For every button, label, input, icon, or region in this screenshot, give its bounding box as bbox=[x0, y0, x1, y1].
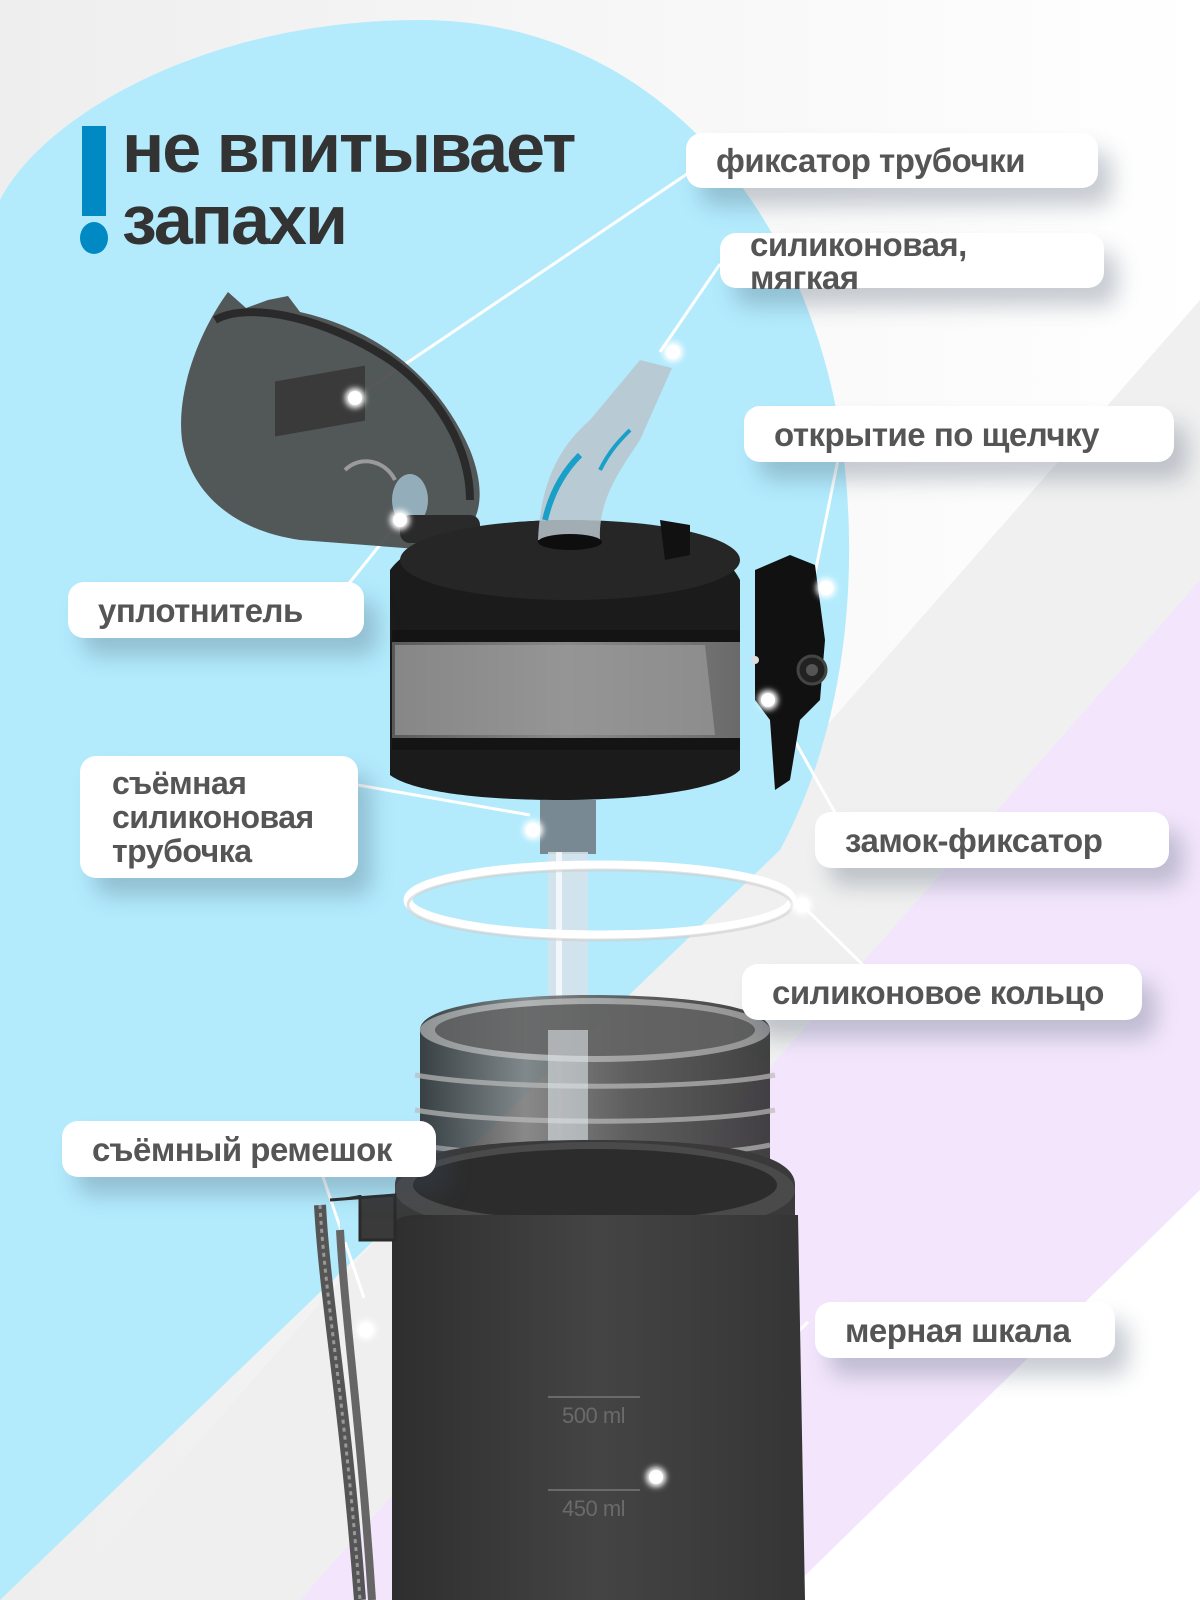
headline-line-2: запахи bbox=[122, 181, 348, 259]
callout-label: силиконовое кольцо bbox=[772, 973, 1104, 1011]
callout-click-open: открытие по щелчку bbox=[744, 406, 1174, 462]
callout-lock: замок-фиксатор bbox=[815, 812, 1169, 868]
callout-silicone-ring: силиконовое кольцо bbox=[742, 964, 1142, 1020]
callout-line-2: силиконовая bbox=[112, 799, 314, 835]
callout-label: фиксатор трубочки bbox=[716, 142, 1025, 179]
exclamation-icon bbox=[82, 126, 106, 216]
callout-label: открытие по щелчку bbox=[774, 415, 1099, 453]
callout-label: замок-фиксатор bbox=[845, 821, 1103, 859]
scale-mark-500: 500 ml bbox=[562, 1403, 626, 1428]
callout-line-3: трубочка bbox=[112, 833, 252, 869]
exclamation-dot-icon bbox=[80, 222, 108, 254]
callout-strap: съёмный ремешок bbox=[62, 1121, 436, 1177]
bottle-body bbox=[314, 1140, 805, 1600]
callout-line-1: съёмная bbox=[112, 765, 247, 801]
callout-label: мерная шкала bbox=[845, 1311, 1071, 1349]
callout-label: силиконовая, мягкая bbox=[750, 225, 967, 296]
callout-straw-clip: фиксатор трубочки bbox=[686, 133, 1098, 188]
callout-seal: уплотнитель bbox=[68, 582, 364, 638]
scale-mark-450: 450 ml bbox=[562, 1496, 626, 1521]
callout-label: уплотнитель bbox=[98, 591, 303, 629]
cap bbox=[390, 520, 828, 800]
mouthpiece bbox=[538, 360, 672, 550]
callout-silicone-soft: силиконовая, мягкая bbox=[720, 228, 1104, 294]
callout-label: съёмный ремешок bbox=[92, 1130, 392, 1168]
headline: не впитывает запахи bbox=[122, 109, 576, 259]
bottle-neck bbox=[414, 995, 776, 1190]
silicone-ring-shape bbox=[403, 860, 797, 940]
headline-line-1: не впитывает bbox=[122, 109, 576, 187]
callout-scale: мерная шкала bbox=[815, 1302, 1115, 1358]
callout-removable-straw: съёмная силиконовая трубочка bbox=[80, 756, 358, 878]
